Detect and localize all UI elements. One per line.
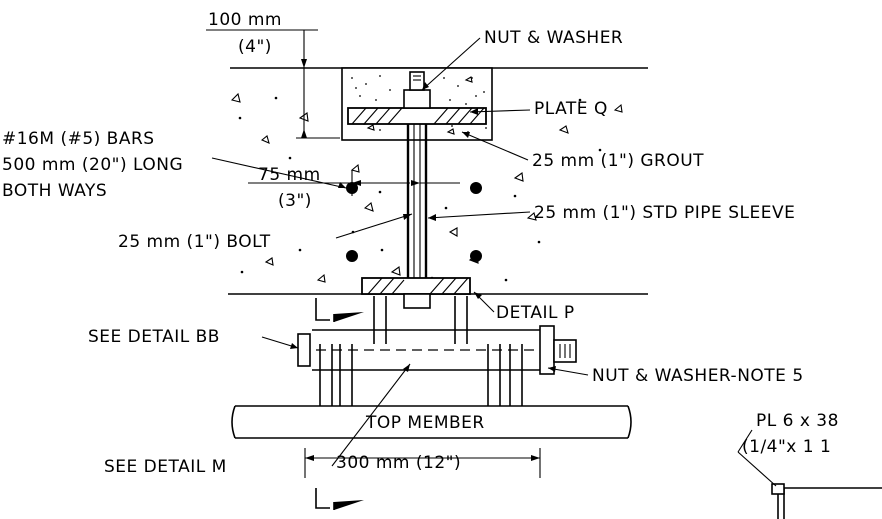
left-end-washer xyxy=(297,333,311,367)
section-mark-bottom xyxy=(315,488,364,510)
top-member-break-right xyxy=(627,405,632,439)
dimension-300mm xyxy=(304,448,541,478)
label-nut-washer-top: NUT & WASHER xyxy=(484,28,623,48)
dimension-75mm xyxy=(248,170,460,196)
label-detail-p: DETAIL P xyxy=(496,303,575,323)
top-nut xyxy=(403,89,431,109)
label-dim-4in: (4") xyxy=(238,37,272,57)
rebar-dot xyxy=(470,250,482,262)
label-pl-line2: (1/4"x 1 1 xyxy=(742,437,831,457)
top-member xyxy=(231,405,632,439)
label-grout: 25 mm (1") GROUT xyxy=(532,151,704,171)
rebar-dot xyxy=(470,182,482,194)
bolt-top-end xyxy=(409,71,425,91)
label-dim-3in: (3") xyxy=(278,191,312,211)
label-see-detail-bb: SEE DETAIL BB xyxy=(88,327,220,347)
label-bars-line1: #16M (#5) BARS xyxy=(2,129,155,149)
bottom-nut xyxy=(403,293,431,309)
grout-pocket xyxy=(341,67,493,141)
detail-p-plate xyxy=(361,277,471,309)
plate-q-hatch xyxy=(351,107,485,125)
label-nut-washer-note5: NUT & WASHER-NOTE 5 xyxy=(592,366,804,386)
top-member-break-left xyxy=(231,405,236,439)
label-plate-q: PLATE Q xyxy=(534,99,608,119)
label-dim-300mm: 300 mm (12") xyxy=(336,453,461,473)
rebar-dot xyxy=(346,250,358,262)
anchor-bolt xyxy=(406,124,428,278)
label-see-detail-m: SEE DETAIL M xyxy=(104,457,227,477)
label-top-member: TOP MEMBER xyxy=(365,413,485,433)
label-bars-line2: 500 mm (20") LONG xyxy=(2,155,183,175)
right-washer xyxy=(539,325,555,375)
section-mark-top xyxy=(315,298,364,322)
label-bolt: 25 mm (1") BOLT xyxy=(118,232,271,252)
bearing-assembly xyxy=(297,296,577,406)
pl-detail-fragment xyxy=(771,483,882,519)
label-bars-line3: BOTH WAYS xyxy=(2,181,107,201)
label-dim-100mm: 100 mm xyxy=(208,10,282,30)
concrete-slab xyxy=(228,67,648,295)
dimension-100mm xyxy=(206,29,340,139)
label-pl-line1: PL 6 x 38 xyxy=(756,411,839,431)
leader-lines xyxy=(211,37,777,487)
label-pipe-sleeve: 25 mm (1") STD PIPE SLEEVE xyxy=(534,203,795,223)
label-dim-75mm: 75 mm xyxy=(258,165,321,185)
